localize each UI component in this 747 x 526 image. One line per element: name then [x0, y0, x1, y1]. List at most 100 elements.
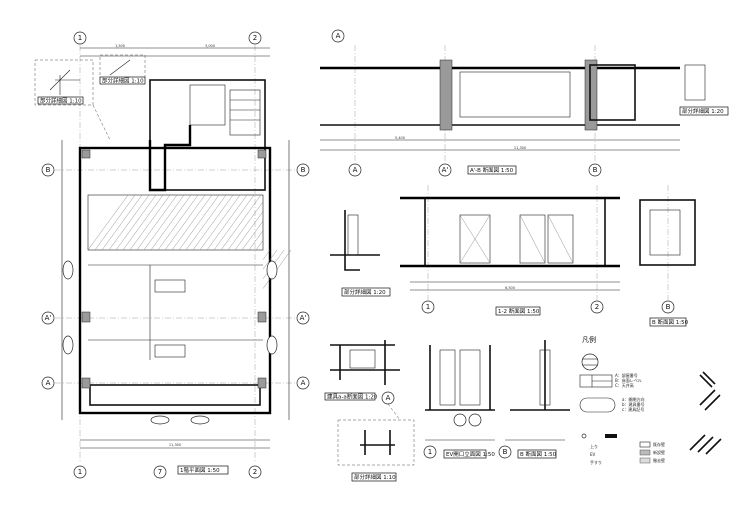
grid-label: B: [666, 303, 671, 311]
legend-text: A：部屋番号: [615, 372, 638, 378]
section-1-2: 6,500 1-2 断面図 1:50 部分詳細図 1:20 B 断面図 1:50: [330, 185, 696, 327]
hatch-line: [213, 194, 255, 251]
hatch-line: [199, 194, 241, 251]
grid-marker: A: [331, 29, 345, 43]
hatch-line: [227, 201, 264, 251]
dimension-text: 11,300: [169, 443, 181, 447]
hatch-line: [143, 194, 185, 251]
legend-text: 新設壁: [653, 449, 665, 455]
hatch-line: [94, 194, 136, 251]
grid-label: A': [45, 314, 52, 322]
grid-marker: A: [381, 391, 395, 405]
grid-marker: B: [296, 163, 310, 177]
grid-marker: A': [438, 163, 452, 177]
grid-label: 2: [253, 468, 257, 476]
view-title: 部分詳細図 1:10: [102, 77, 144, 85]
grid-label: 1: [78, 34, 82, 42]
legend-text: c：建具記号: [622, 406, 644, 412]
hatch-line: [206, 194, 248, 251]
bottom-details: 建具a-a断面図 1:20 部分詳細図 1:10 EV開口立面図 1:50 B …: [324, 340, 570, 482]
grid-marker: A: [296, 376, 310, 390]
hatch-line: [241, 221, 264, 251]
view-title: 1-2 断面図 1:50: [498, 307, 540, 315]
legend-text: a：開閉方向: [622, 396, 644, 402]
dimension-text: 3,000: [205, 44, 215, 48]
hatch-line: [192, 194, 234, 251]
grid-marker: 7: [153, 465, 167, 479]
legend-text: b：建具番号: [622, 401, 645, 407]
hatch-line: [136, 194, 178, 251]
view-title: B 断面図 1:50: [652, 318, 689, 326]
hatched-floor-area: [87, 194, 292, 289]
view-title: 建具a-a断面図 1:20: [327, 393, 378, 401]
legend-text: 上り: [590, 443, 598, 449]
hatch-line: [157, 194, 199, 251]
grid-marker: A': [296, 311, 310, 325]
legend-text: 既存壁: [653, 441, 665, 447]
legend: 凡例 A：部屋番号 B：床面レベル C：天井高 a：開閉方向 b：建具番号 c：…: [579, 335, 722, 465]
dimension-text: 6,500: [505, 286, 515, 290]
grid-marker: A: [41, 376, 55, 390]
grid-label: 1: [426, 303, 430, 311]
grid-marker: 2: [248, 465, 262, 479]
hatch-line: [248, 230, 264, 251]
grid-marker: B: [41, 163, 55, 177]
grid-marker: 1: [421, 300, 435, 314]
grid-label: A': [300, 314, 307, 322]
hatch-line: [262, 249, 278, 270]
grid-label: B: [503, 448, 508, 456]
grid-label: 2: [253, 34, 257, 42]
hatch-line: [101, 194, 143, 251]
grid-label: B: [593, 166, 598, 174]
view-title: A'-B 断面図 1:50: [470, 166, 514, 174]
hatch-line: [185, 194, 227, 251]
view-title: 部分詳細図 1:20: [344, 288, 386, 296]
grid-label: A: [46, 379, 51, 387]
legend-text: EV: [590, 452, 596, 457]
grid-label: A: [336, 32, 341, 40]
dimension-text: 11,300: [514, 146, 526, 150]
hatch-line: [150, 194, 192, 251]
view-title: 部分詳細図 1:10: [354, 473, 396, 481]
grid-marker: 1: [73, 31, 87, 45]
grid-marker: 2: [248, 31, 262, 45]
view-title: B 断面図 1:50: [520, 450, 557, 458]
view-title: 1階平面図 1:50: [180, 466, 220, 474]
hatch-line: [234, 211, 264, 251]
grid-label: A: [353, 166, 358, 174]
hatch-line: [122, 194, 164, 251]
grid-label: 1: [428, 448, 432, 456]
legend-text: C：天井高: [615, 382, 634, 388]
hatch-line: [129, 194, 171, 251]
dimension-text: 1,500: [115, 44, 125, 48]
view-title: 部分詳細図 1:10: [40, 97, 82, 105]
hatch-line: [115, 194, 157, 251]
view-title: EV開口立面図 1:50: [446, 450, 495, 458]
grid-label: A: [386, 394, 391, 402]
grid-marker: B: [588, 163, 602, 177]
grid-label: B: [301, 166, 306, 174]
hatch-line: [255, 240, 264, 251]
grid-label: B: [46, 166, 51, 174]
legend-text: B：床面レベル: [615, 377, 642, 383]
grid-label: 7: [158, 468, 162, 476]
legend-text: 手すり: [590, 459, 602, 465]
grid-label: A: [301, 379, 306, 387]
section-a-b: 5,400 11,300 A'-B 断面図 1:50 部分詳細図 1:20: [320, 45, 729, 175]
grid-marker: B: [498, 445, 512, 459]
grid-label: A': [442, 166, 449, 174]
hatch-line: [171, 194, 213, 251]
grid-label: 1: [78, 468, 82, 476]
hatch-line: [262, 249, 271, 260]
hatch-line: [220, 194, 262, 251]
grid-marker: 1: [73, 465, 87, 479]
grid-label: 2: [595, 303, 599, 311]
view-title: 部分詳細図 1:20: [682, 107, 724, 115]
grid-marker: 1: [423, 445, 437, 459]
grid-marker: 2: [590, 300, 604, 314]
hatch-line: [164, 194, 206, 251]
legend-title: 凡例: [582, 335, 596, 344]
dimension-text: 5,400: [395, 136, 405, 140]
hatch-line: [178, 194, 220, 251]
